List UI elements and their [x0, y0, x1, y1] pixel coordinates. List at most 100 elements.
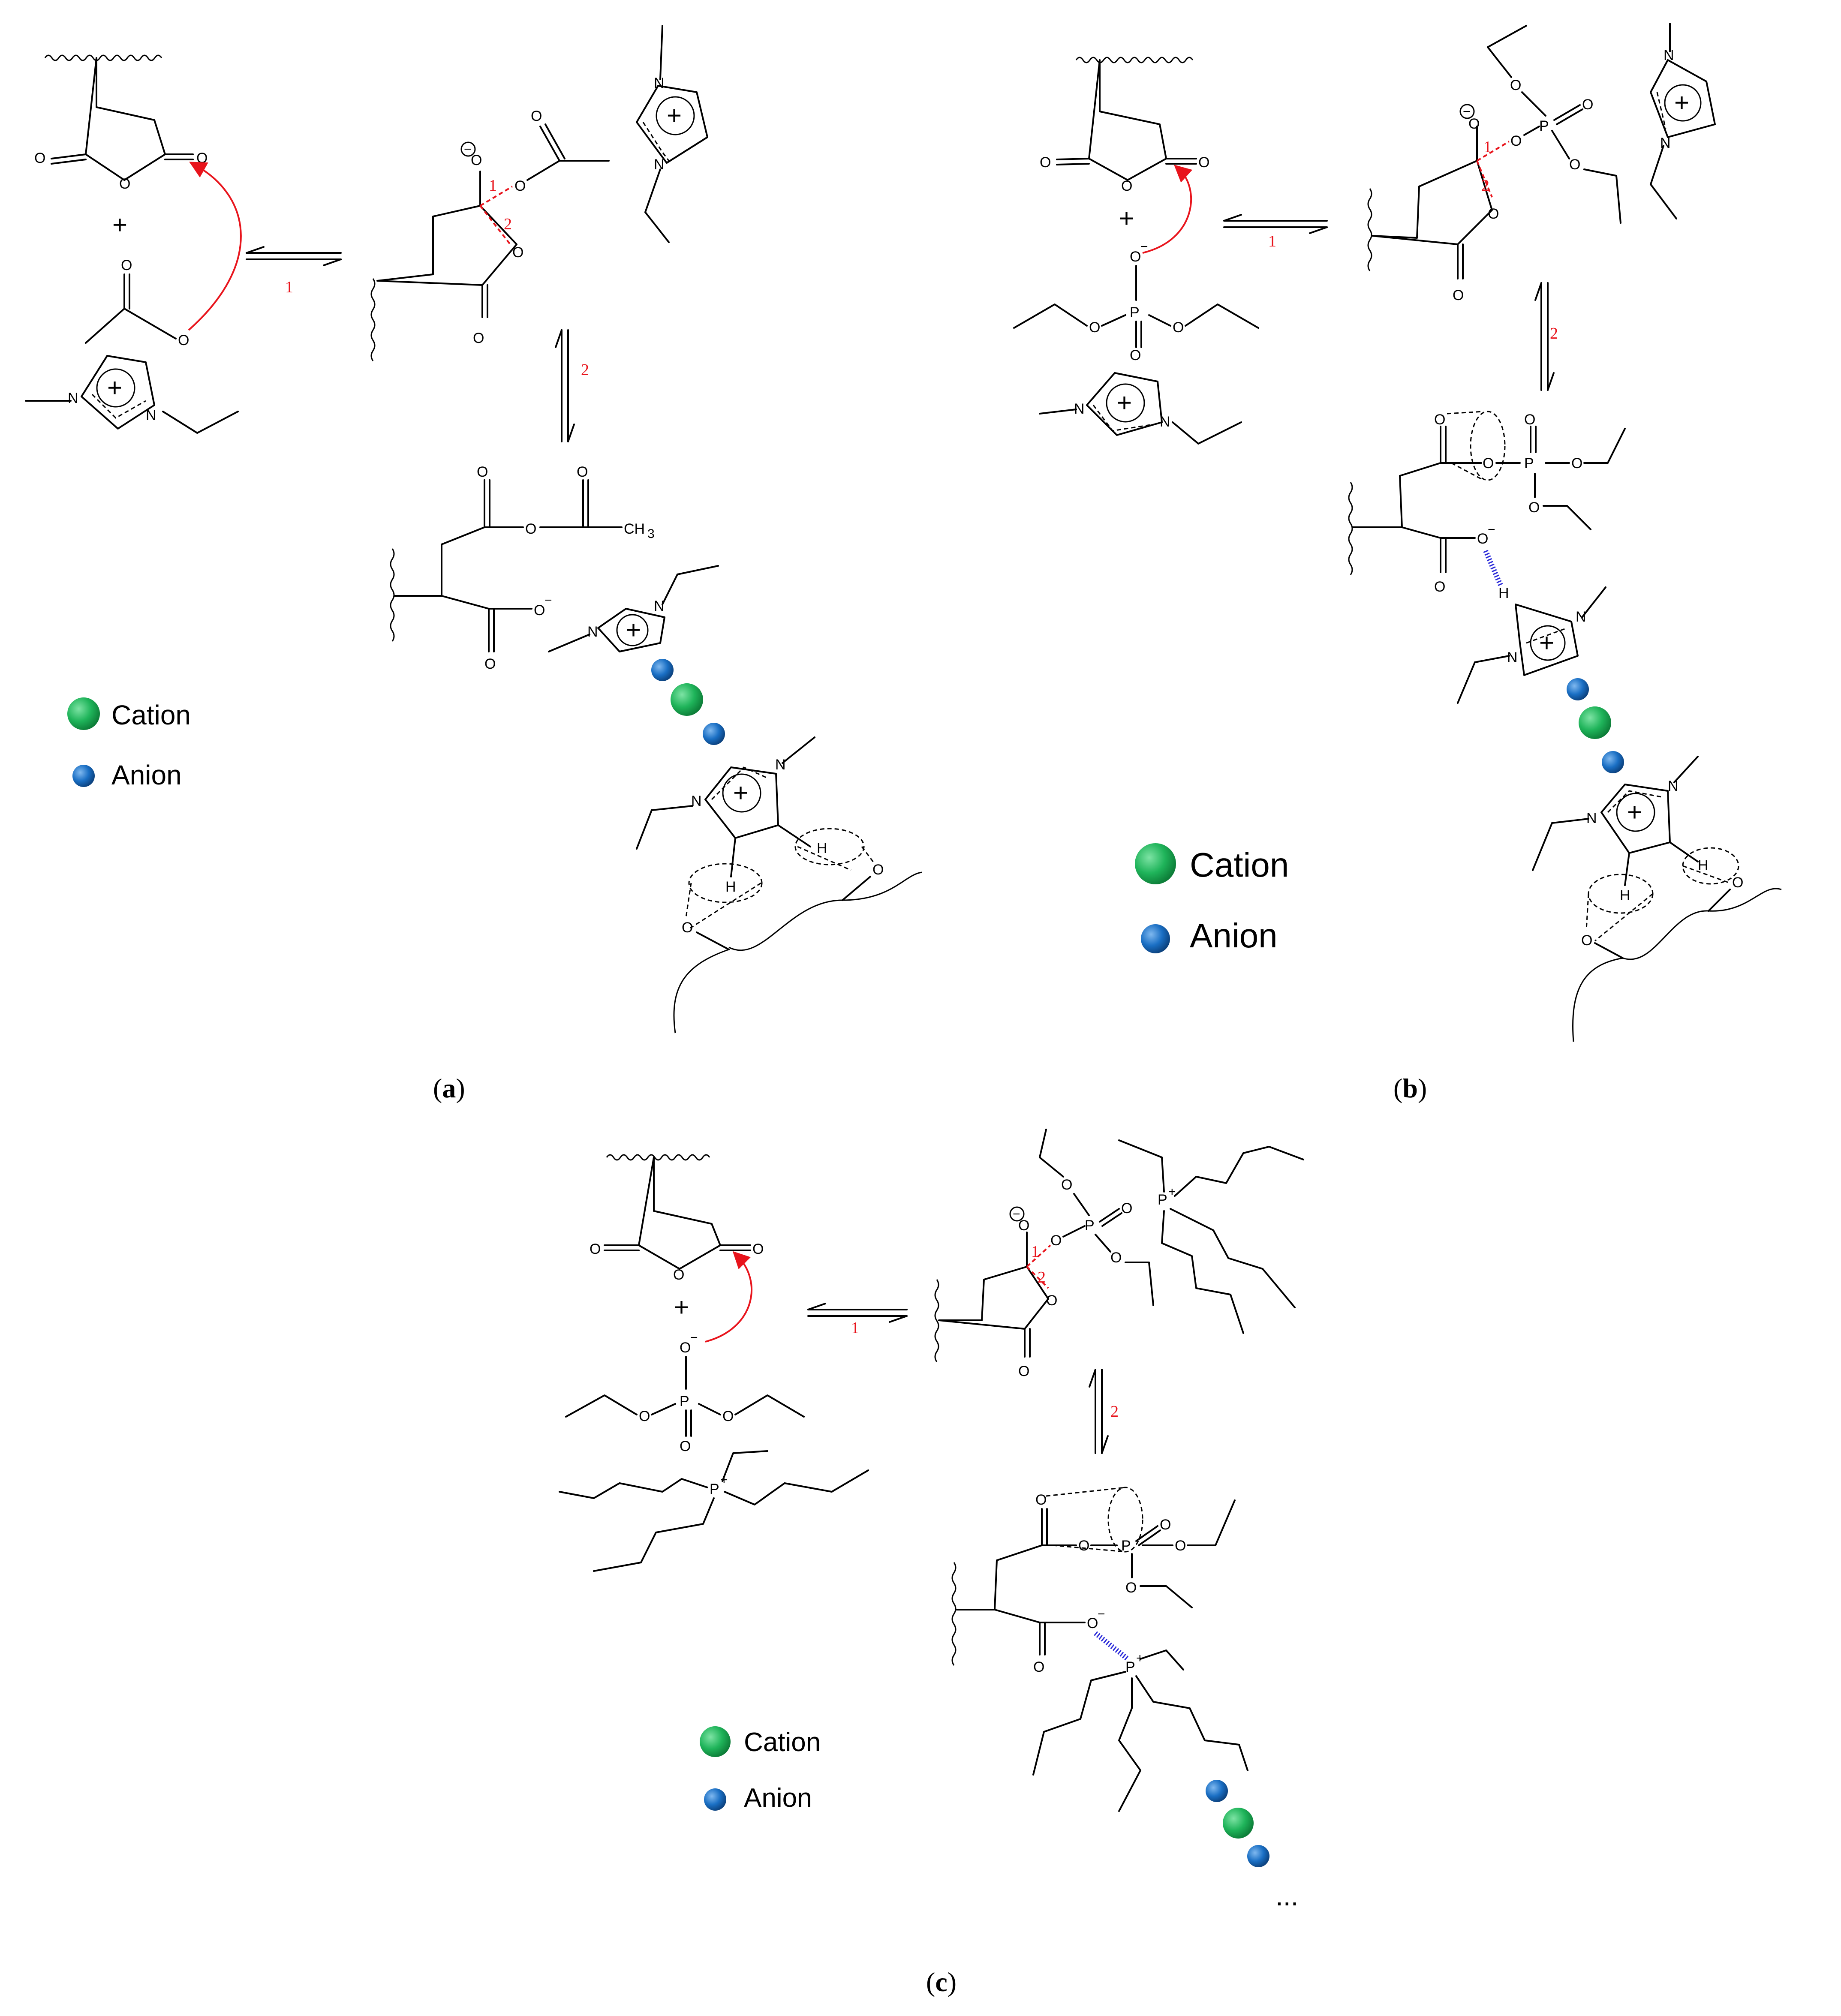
anion-sphere: [651, 659, 674, 681]
legend-c: Cation Anion: [700, 1726, 821, 1813]
atom-o: O: [34, 150, 45, 166]
atom-p: P: [680, 1393, 689, 1409]
atom-n: N: [1660, 135, 1671, 151]
atom-o: O: [722, 1408, 734, 1424]
panel-label-a: (a): [433, 1073, 465, 1103]
plus-sign: +: [720, 1473, 728, 1487]
imidazolium-cation: + N N: [1650, 23, 1716, 219]
atom-p: P: [1085, 1217, 1095, 1234]
plus-sign: +: [1119, 204, 1134, 233]
legend-anion-label: Anion: [111, 760, 182, 790]
atom-o: O: [1130, 347, 1141, 364]
atom-o: O: [1089, 319, 1100, 336]
minus-sign: −: [544, 593, 552, 607]
atom-p: P: [1158, 1192, 1167, 1208]
plus-sign: +: [1674, 88, 1689, 117]
panel-label-b: (b): [1393, 1073, 1427, 1103]
bond-label-2: 2: [504, 215, 512, 233]
atom-o: O: [512, 244, 523, 261]
atom-o: O: [673, 1267, 684, 1283]
atom-o: O: [1110, 1250, 1122, 1266]
atom-o: O: [1453, 287, 1464, 303]
atom-h: H: [1698, 857, 1709, 874]
atom-o: O: [1732, 874, 1743, 891]
atom-o: O: [752, 1241, 764, 1257]
anion-sphere: [1247, 1845, 1269, 1867]
equilibrium-arrow-1: 1: [1223, 214, 1328, 250]
atom-o: O: [484, 656, 496, 672]
atom-o: O: [680, 1340, 691, 1356]
cation-sphere: [671, 683, 703, 716]
panel-b: O O O + O − P O O O +: [1013, 23, 1782, 1103]
atom-h: H: [725, 879, 736, 895]
atom-n: N: [654, 156, 665, 173]
plus-sign: +: [674, 1293, 689, 1322]
atom-o: O: [1483, 455, 1494, 472]
atom-o: O: [639, 1408, 650, 1424]
atom-p: P: [710, 1481, 719, 1497]
plus-sign: +: [107, 373, 122, 402]
atom-h: H: [817, 840, 827, 856]
step-label-1: 1: [851, 1319, 859, 1337]
atom-h: H: [1620, 887, 1630, 904]
atom-o: O: [1018, 1363, 1029, 1379]
atom-n: N: [68, 390, 78, 406]
minus-sign: −: [1140, 240, 1148, 254]
imidazolium-cation: + N N: [1039, 372, 1242, 445]
intermediate-c: O O O − 1 2 O P O O O: [934, 1129, 1154, 1379]
imidazolium-cation: + N N: [636, 25, 708, 243]
wavy-backbone: [44, 54, 162, 61]
bond-label-2: 2: [1038, 1268, 1046, 1286]
phosphonium-cation: P +: [559, 1450, 869, 1572]
ring-opened-product-b: O O P O O O O − O H: [1348, 411, 1626, 601]
atom-o: O: [121, 257, 132, 273]
atom-p: P: [1125, 1659, 1135, 1675]
phosphonium-cation: P +: [1118, 1139, 1304, 1334]
step-label-2: 2: [581, 361, 589, 379]
imidazolium-cation: + N N H H O O: [1532, 756, 1782, 1042]
atom-n: N: [654, 598, 665, 614]
imidazolium-cation: + N N: [25, 355, 239, 434]
atom-n: N: [146, 407, 156, 424]
atom-o: O: [1477, 531, 1488, 547]
nucleophilic-attack-arrow: [1142, 165, 1193, 254]
plus-sign: +: [667, 101, 682, 130]
panel-c: O O O + O − P O O O P +: [559, 1129, 1304, 1997]
cation-sphere: [1579, 706, 1611, 739]
atom-o: O: [1040, 154, 1051, 171]
legend-cation-marker: [1135, 843, 1176, 884]
legend-b: Cation Anion: [1135, 843, 1289, 955]
atom-p: P: [1121, 1538, 1131, 1554]
atom-o: O: [1121, 1200, 1132, 1217]
atom-o: O: [1173, 319, 1184, 336]
nucleophilic-attack-arrow: [188, 162, 242, 331]
anion-sphere: [703, 723, 725, 745]
atom-o: O: [577, 464, 588, 480]
anion-sphere: [1206, 1780, 1228, 1802]
legend-cation-label: Cation: [744, 1728, 821, 1757]
atom-o: O: [1510, 77, 1521, 93]
atom-o: O: [514, 178, 526, 194]
atom-n: N: [775, 757, 786, 773]
atom-p: P: [1539, 118, 1549, 134]
ring-opened-product-c: O O P O O O O − O P +: [951, 1487, 1248, 1812]
atom-h: H: [1498, 585, 1509, 601]
nucleophilic-attack-arrow: [705, 1251, 752, 1343]
step-label-2: 2: [1110, 1403, 1119, 1421]
plus-sign: +: [1168, 1185, 1176, 1199]
atom-o: O: [1121, 178, 1132, 194]
atom-o: O: [531, 108, 542, 124]
equilibrium-arrow-2: 2: [555, 329, 589, 442]
atom-o: O: [1046, 1292, 1057, 1309]
legend-a: Cation Anion: [67, 697, 191, 790]
atom-n: N: [1664, 47, 1674, 63]
panel-a: O O O + O O + N N 1: [25, 25, 922, 1103]
atom-o: O: [590, 1241, 601, 1257]
atom-o: O: [1434, 412, 1445, 428]
atom-o: O: [1175, 1538, 1186, 1554]
legend-cation-marker: [700, 1726, 731, 1757]
continuation-ellipsis: ...: [1275, 1881, 1298, 1911]
diethyl-phosphate-anion: O − P O O O: [565, 1331, 805, 1454]
plus-sign: +: [1117, 388, 1132, 417]
atom-o: O: [1125, 1580, 1137, 1596]
